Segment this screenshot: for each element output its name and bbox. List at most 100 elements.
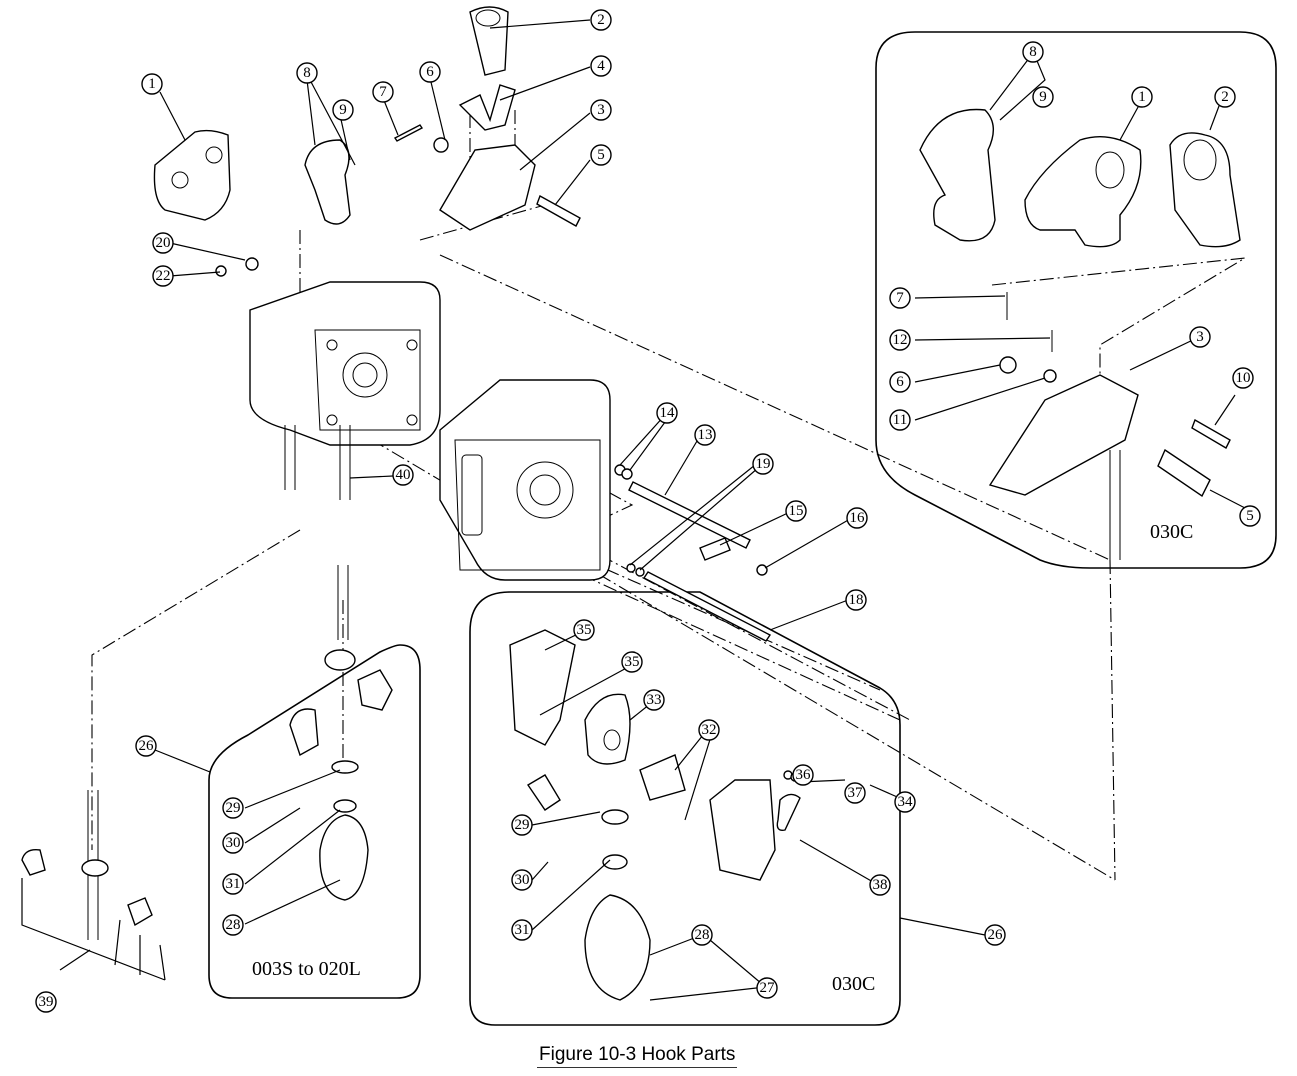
plate-hole	[1095, 151, 1125, 189]
callout-22: 22	[152, 265, 174, 287]
svg-text:28: 28	[695, 927, 710, 943]
bc-part-31-bearing	[602, 854, 628, 870]
callout-4: 4	[590, 55, 612, 77]
bl-part-39-end-stopper-half	[21, 849, 46, 876]
plate-hole	[171, 171, 189, 189]
callout-tr-6: 6	[889, 371, 911, 393]
callout-13: 13	[694, 424, 716, 446]
svg-text:6: 6	[426, 64, 434, 80]
callout-tr-9: 9	[1032, 86, 1054, 108]
panel-bottom-center	[469, 591, 901, 1026]
gear-housing	[439, 379, 611, 581]
callout-tr-5: 5	[1239, 505, 1261, 527]
svg-text:39: 39	[39, 994, 54, 1010]
tr-part-10-pin	[1191, 418, 1231, 449]
part-1-side-plate	[153, 129, 231, 221]
tr-part-11-nut	[1043, 369, 1057, 383]
callout-bc-27: 27	[756, 977, 778, 999]
part-19-oring	[635, 567, 645, 577]
svg-text:34: 34	[898, 794, 914, 810]
svg-text:40: 40	[396, 467, 411, 483]
svg-text:35: 35	[625, 654, 640, 670]
svg-text:2: 2	[597, 12, 605, 28]
callout-18: 18	[845, 589, 867, 611]
tr-part-2-top-link	[1169, 132, 1241, 248]
svg-text:5: 5	[597, 147, 605, 163]
callout-tr-11: 11	[889, 409, 911, 431]
callout-9: 9	[332, 99, 354, 121]
callout-bc-28: 28	[691, 924, 713, 946]
svg-text:3: 3	[1196, 329, 1204, 345]
svg-text:2: 2	[1221, 89, 1229, 105]
callout-bl-31: 31	[222, 873, 244, 895]
callout-bc-36: 36	[792, 764, 814, 786]
plate-hole	[205, 146, 223, 164]
bc-part-30-retainer	[527, 774, 561, 811]
svg-text:14: 14	[660, 405, 676, 421]
callout-19: 19	[752, 453, 774, 475]
svg-text:1: 1	[1138, 89, 1146, 105]
svg-text:3: 3	[597, 102, 605, 118]
part-6-nut	[433, 137, 449, 153]
svg-text:30: 30	[515, 872, 530, 888]
bc-part-29-thrust-ring	[601, 809, 629, 825]
svg-text:10: 10	[1236, 370, 1251, 386]
svg-text:12: 12	[893, 332, 908, 348]
callout-bc-26: 26	[984, 924, 1006, 946]
callout-bc-38: 38	[869, 874, 891, 896]
svg-text:16: 16	[850, 510, 866, 526]
callout-6: 6	[419, 61, 441, 83]
svg-text:38: 38	[873, 877, 888, 893]
svg-text:7: 7	[896, 290, 904, 306]
callout-bc-29: 29	[511, 814, 533, 836]
part-13-shaft	[628, 481, 751, 549]
svg-text:15: 15	[789, 503, 804, 519]
svg-text:11: 11	[893, 412, 907, 428]
link-eye	[475, 9, 501, 27]
callout-bc-30: 30	[511, 869, 533, 891]
panel-bottom-left	[208, 644, 421, 999]
svg-text:9: 9	[339, 102, 347, 118]
callout-8: 8	[296, 62, 318, 84]
tr-part-1-link-plate	[1024, 135, 1142, 248]
svg-text:27: 27	[760, 980, 776, 996]
callout-bc-33: 33	[643, 689, 665, 711]
load-chain-030c	[1109, 450, 1121, 560]
part-8-top-hook	[304, 139, 351, 225]
svg-text:35: 35	[577, 622, 592, 638]
panel-label-bottom-center: 030C	[832, 973, 875, 995]
chain-stopper	[81, 859, 109, 877]
callout-14: 14	[656, 402, 678, 424]
part-19-oring	[626, 563, 636, 573]
tr-part-6-nut	[999, 356, 1017, 374]
panel-label-top-right: 030C	[1150, 521, 1193, 543]
callout-3: 3	[590, 99, 612, 121]
link-eye	[1183, 139, 1217, 181]
svg-text:18: 18	[849, 592, 864, 608]
callout-15: 15	[785, 500, 807, 522]
bc-hook-block-half-left	[509, 629, 576, 746]
svg-text:31: 31	[226, 876, 241, 892]
load-chain-center	[339, 425, 351, 500]
callout-bc-35a: 35	[573, 619, 595, 641]
svg-text:26: 26	[139, 738, 155, 754]
part-18-shaft	[642, 571, 772, 642]
part-4-spacer	[458, 84, 516, 131]
callout-bc-35b: 35	[621, 651, 643, 673]
bl-part-39-end-stopper-half	[127, 897, 153, 927]
panel-label-bottom-left: 003S to 020L	[252, 958, 361, 980]
callout-20: 20	[152, 232, 174, 254]
bc-hook-block-half-right	[709, 779, 776, 881]
svg-text:7: 7	[379, 84, 387, 100]
load-chain-lower	[337, 565, 349, 640]
callout-bc-34: 34	[894, 791, 916, 813]
callout-40: 40	[392, 464, 414, 486]
callout-bl-26: 26	[135, 735, 157, 757]
bc-part-38-latch-spring	[776, 793, 801, 831]
callout-1: 1	[141, 73, 163, 95]
tr-part-8-top-hook	[919, 108, 996, 242]
part-15-stopper-plate	[699, 537, 731, 561]
sheave-bore	[603, 729, 621, 751]
svg-text:19: 19	[756, 456, 771, 472]
svg-text:31: 31	[515, 922, 530, 938]
